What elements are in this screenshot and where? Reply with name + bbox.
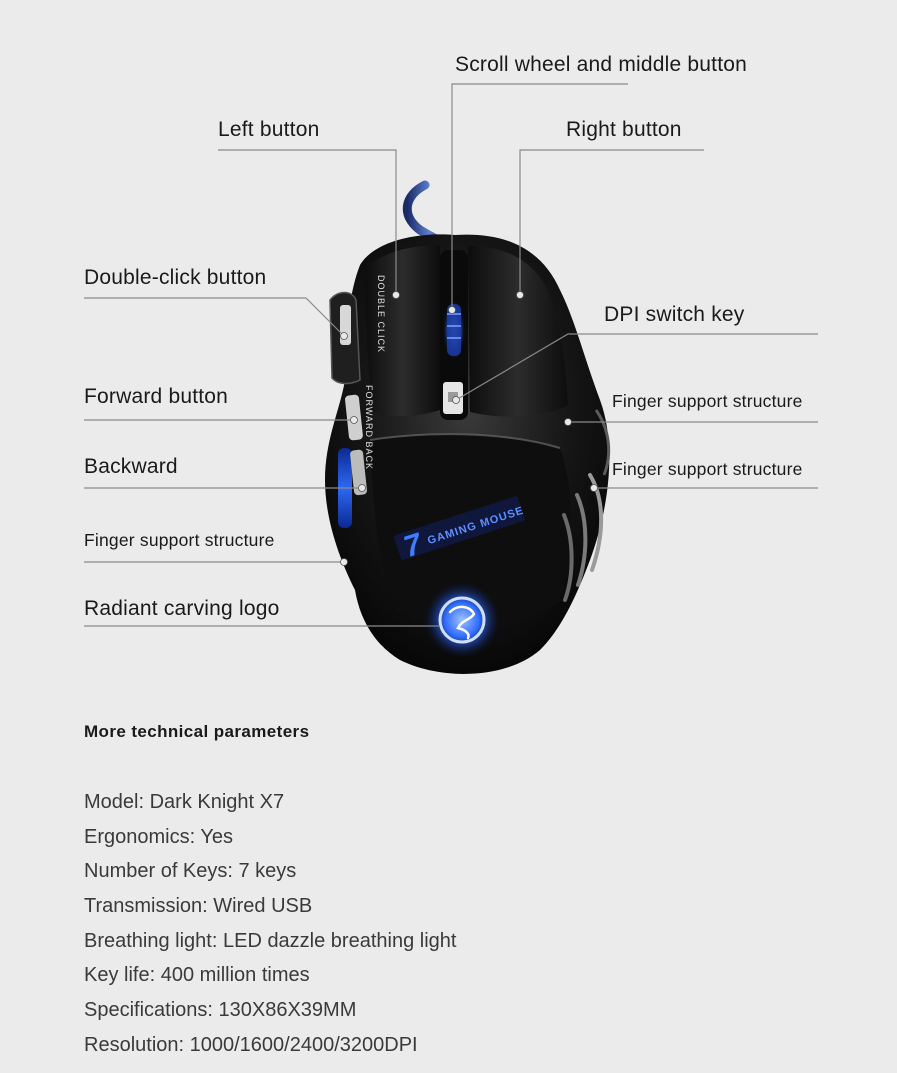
spec-item: Model: Dark Knight X7 — [84, 791, 285, 813]
callout-radiant-logo: Radiant carving logo — [84, 597, 280, 620]
spec-item: Ergonomics: Yes — [84, 825, 233, 848]
spec-item: Number of Keys: 7 keys — [84, 860, 297, 883]
callout-right-button: Right button — [566, 118, 682, 141]
spec-item: Breathing light: LED dazzle breathing li… — [84, 929, 457, 952]
callout-backward: Backward — [84, 455, 178, 478]
callout-forward-button: Forward button — [84, 385, 229, 408]
spec-item: Specifications: 130X86X39MM — [84, 999, 357, 1022]
radiant-logo-glow — [424, 582, 500, 658]
callout-finger-support-right-2: Finger support structure — [612, 459, 803, 479]
spec-item: Transmission: Wired USB — [84, 895, 313, 918]
left-button-shape — [364, 245, 440, 417]
callout-dpi-switch: DPI switch key — [604, 303, 745, 326]
mouse-illustration: 7 GAMING MOUSE DOUBLE CLICK FORWARD BACK — [84, 83, 818, 674]
spec-item: Key life: 400 million times — [84, 964, 310, 987]
forward-back-print: FORWARD BACK — [364, 385, 374, 470]
backward-key — [350, 449, 367, 496]
callout-lines — [84, 83, 818, 627]
callout-finger-support-right-1: Finger support structure — [612, 391, 803, 411]
radiant-logo — [438, 596, 486, 644]
product-diagram: 7 GAMING MOUSE DOUBLE CLICK FORWARD BACK — [84, 53, 818, 674]
double-click-print: DOUBLE CLICK — [376, 275, 386, 353]
spec-item: Resolution: 1000/1600/2400/3200DPI — [84, 1033, 418, 1056]
spec-list: Model: Dark Knight X7 Ergonomics: Yes Nu… — [84, 788, 456, 1066]
callout-scroll-wheel: Scroll wheel and middle button — [455, 53, 748, 76]
section-title: More technical parameters — [84, 722, 310, 741]
callout-finger-support-left: Finger support structure — [84, 530, 275, 550]
right-button-shape — [468, 246, 568, 417]
callout-left-button: Left button — [218, 118, 320, 141]
callout-double-click: Double-click button — [84, 266, 267, 289]
